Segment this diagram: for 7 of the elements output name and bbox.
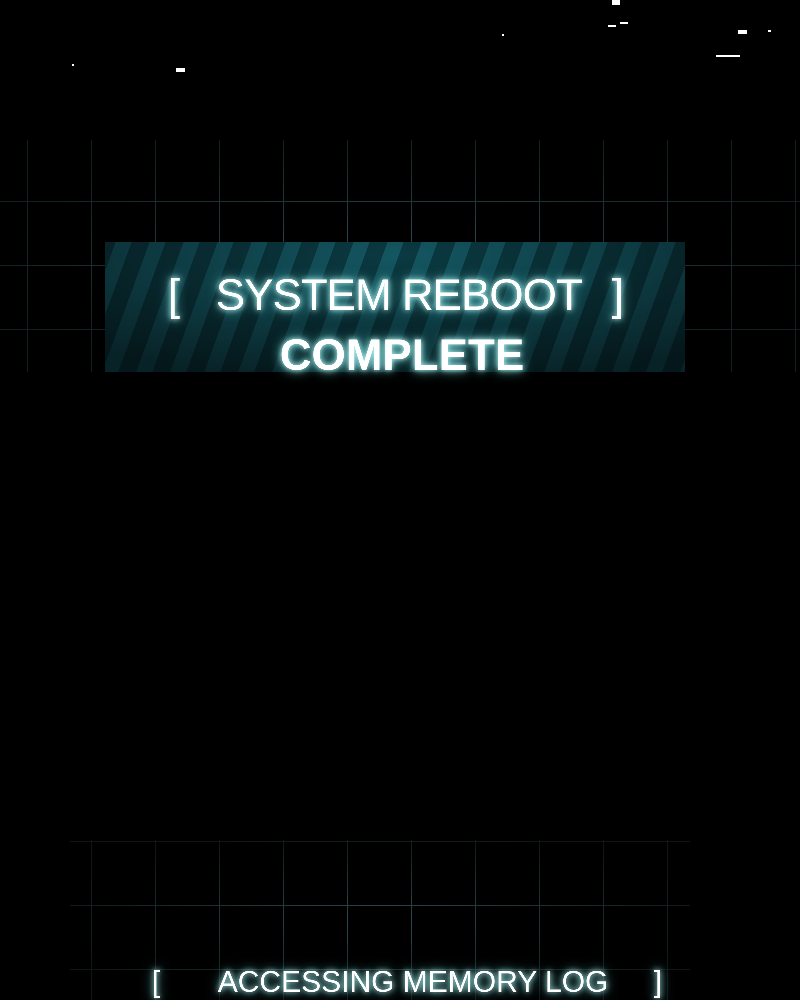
status-heading: COMPLETE [280, 334, 524, 378]
status-heading: SYSTEM REBOOT [216, 274, 582, 318]
bracket: [ [152, 968, 160, 998]
bracket: ] [612, 274, 624, 318]
bracket: ] [654, 968, 662, 998]
status-heading: ACCESSING MEMORY LOG [218, 968, 609, 998]
bracket: [ [168, 274, 180, 318]
